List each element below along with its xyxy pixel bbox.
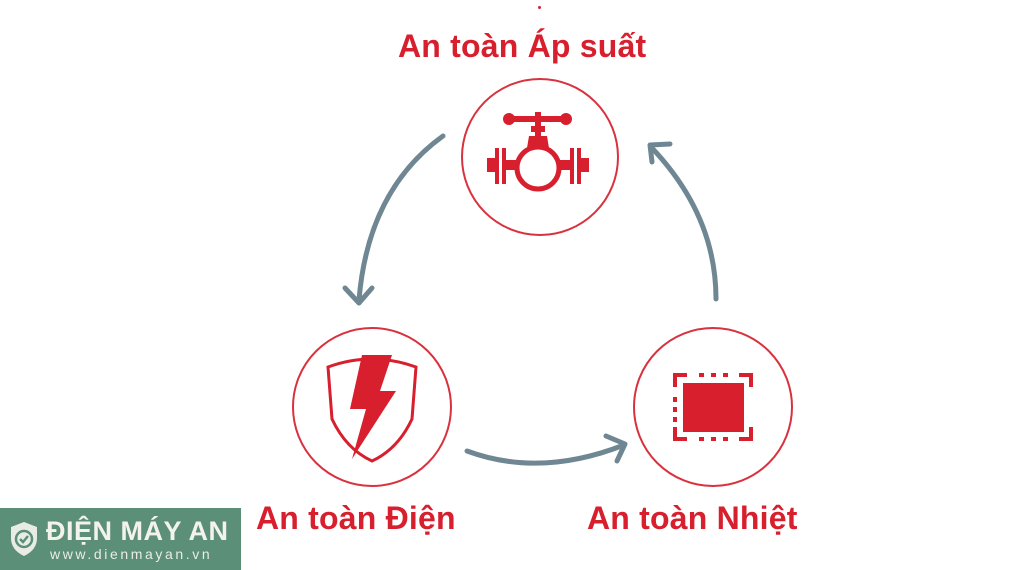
shield-check-icon [11, 522, 37, 556]
chip-square-icon [673, 373, 753, 441]
brand-name: ĐIỆN MÁY AN [46, 516, 229, 546]
arrow-pressure-to-electric [356, 133, 446, 303]
arrow-electric-to-thermal [464, 442, 627, 466]
decorative-dot [538, 6, 541, 9]
node-thermal [633, 327, 793, 487]
node-electric [292, 327, 452, 487]
watermark-logo: ĐIỆN MÁY AN www.dienmayan.vn [0, 508, 241, 570]
node-label-pressure: An toàn Áp suất [398, 28, 647, 64]
node-label-electric: An toàn Điện [256, 500, 456, 536]
shield-lightning-icon [326, 355, 418, 463]
arrow-thermal-to-pressure [648, 144, 719, 302]
node-pressure [461, 78, 619, 236]
valve-icon [487, 112, 589, 192]
node-label-thermal: An toàn Nhiệt [587, 500, 798, 536]
brand-url: www.dienmayan.vn [50, 546, 213, 562]
